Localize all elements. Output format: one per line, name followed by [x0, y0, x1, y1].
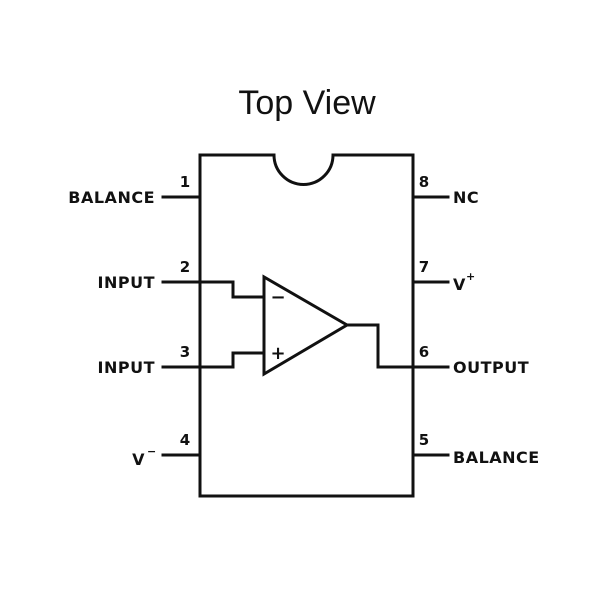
pin-8-label: NC	[453, 188, 479, 207]
package-notch	[272, 153, 335, 186]
wire-pin2-to-inverting	[198, 280, 266, 299]
pin-4-number: 4	[180, 431, 190, 449]
pin-7-label-sup: +	[466, 270, 475, 283]
ic-package-body	[198, 153, 415, 498]
pin-5-number: 5	[419, 431, 429, 449]
pin-3-number: 3	[180, 343, 190, 361]
pin-4-label-sup: −	[147, 445, 156, 458]
pin-7-label: V	[453, 275, 466, 294]
wire-pin3-to-noninverting	[198, 351, 266, 369]
pin-8-number: 8	[419, 173, 429, 191]
wire-output-to-pin6	[345, 323, 415, 369]
diagram-title: Top View	[238, 84, 376, 122]
noninverting-input-sign: +	[270, 343, 285, 364]
opamp-triangle	[262, 274, 350, 377]
pin-6-label: OUTPUT	[453, 358, 529, 377]
pin-1-label: BALANCE	[68, 188, 155, 207]
pin-3-label: INPUT	[98, 358, 155, 377]
pin-2-number: 2	[180, 258, 190, 276]
pin-2-label: INPUT	[98, 273, 155, 292]
inverting-input-sign: −	[270, 287, 285, 308]
pin-1-number: 1	[180, 173, 190, 191]
pin-6-number: 6	[419, 343, 429, 361]
pin-5-label: BALANCE	[453, 448, 540, 467]
pin-4-label: V	[132, 450, 145, 469]
pin-7-number: 7	[419, 258, 429, 276]
